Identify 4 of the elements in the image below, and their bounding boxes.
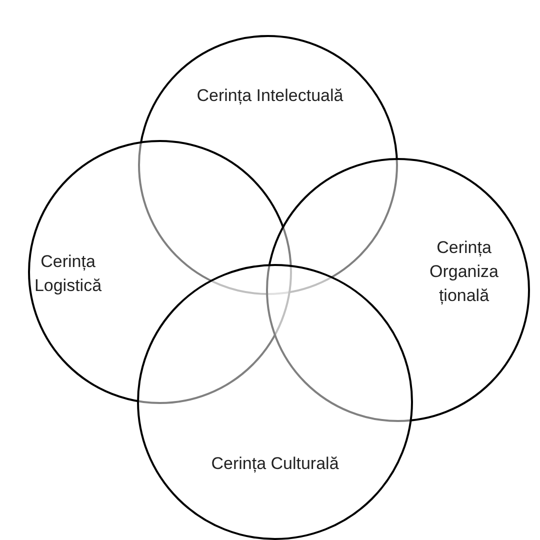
circle-label: Cerința Culturală [210, 453, 340, 475]
circle-label: Cerința Intelectuală [196, 85, 344, 107]
circle-label: Cerința Logistică [33, 251, 103, 297]
circle-label: Cerința Organizațională [428, 237, 500, 307]
